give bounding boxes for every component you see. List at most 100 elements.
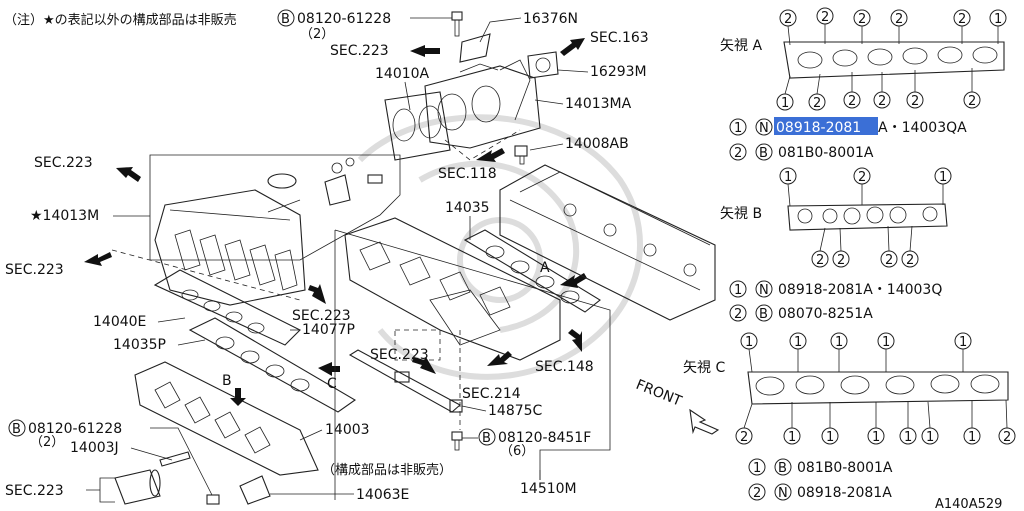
b-mark-b: B [759,307,768,322]
svg-text:2: 2 [878,94,886,109]
view-a-gasket [783,41,1005,79]
n-mark-b: N [759,283,769,298]
label-16293M: 16293M [590,64,647,80]
gasket-14035 [463,229,601,313]
svg-text:2: 2 [895,12,903,27]
label-14510M: 14510M [520,481,577,497]
sec-214: SEC.214 [462,386,521,402]
bolt-icon-2 [206,494,220,505]
view-c-top-5: 1 [959,335,967,350]
collector-box [149,154,401,261]
label-14040E: 14040E [93,314,146,330]
gasket-14035P [188,317,357,413]
arrow-upright-icon-3 [487,351,512,366]
svg-text:2: 2 [958,12,966,27]
svg-text:2: 2 [784,12,792,27]
stud-14003J [159,451,191,467]
sec-223-top: SEC.223 [330,43,389,59]
b-mark-circle-2 [8,419,26,437]
view-a-legend1-rest: A・14003QA [878,120,967,136]
view-c-bot-8: 2 [1003,430,1011,445]
label-14035: 14035 [445,200,490,216]
view-c-top-2: 1 [794,335,802,350]
arrow-right-icon-2 [412,357,436,374]
gasket-16293M [527,51,559,79]
b-mark-2: B [12,422,21,437]
arrow-upleft-icon [116,167,141,182]
bracket-16376N [459,33,491,63]
b-mark-3: B [482,431,491,446]
view-a-legend1-num: 1 [734,121,742,136]
label-14013MA: 14013MA [565,96,632,112]
svg-text:2: 2 [858,12,866,27]
note-text: （注）★の表記以外の構成部品は非販売 [4,12,237,28]
view-c-legend2: 08918-2081A [797,485,892,501]
label-14035P: 14035P [113,337,166,353]
svg-text:1: 1 [781,96,789,111]
letter-c: C [327,376,337,392]
intake-collector-14013M [154,189,306,306]
view-c-bot-1: 2 [740,430,748,445]
view-b-top-1: 1 [784,170,792,185]
view-b-legend2-num: 2 [734,307,742,322]
qty-08120-61228-left: （2） [30,435,64,450]
qty-08120-61228-top: （2） [300,27,334,42]
view-b-gasket [787,203,948,231]
arrow-left-icon-2 [84,252,112,266]
label-14003: 14003 [325,422,370,438]
diagram-code: A140A529 [935,497,1002,511]
view-c-legend1-num: 1 [753,461,761,476]
arrow-right-icon [560,273,587,288]
sec-148: SEC.148 [535,359,594,375]
cylinder-head [499,164,716,321]
bracket-14063E [239,475,271,505]
view-a-legend1-code: 08918-2081 [776,120,861,136]
arrow-upright-icon [560,38,585,56]
arrow-left-icon-3 [318,362,340,376]
view-b-bot-4: 2 [906,253,914,268]
view-c-top-1: 1 [745,335,753,350]
label-08120-8451F: 08120-8451F [498,430,591,446]
throttle-chamber-14013MA [424,59,541,149]
view-c-title: 矢視 C [683,360,725,376]
view-c-bot-2: 1 [788,430,796,445]
gasket-14040E [153,269,301,346]
view-c-legend1: 081B0-8001A [797,460,893,476]
b-mark-circle [277,9,295,27]
view-a-bottom-marks: 1 2 2 2 2 2 [776,91,981,111]
view-c-gasket [747,371,1009,405]
note-14003: （構成部品は非販売） [322,462,452,478]
svg-text:2: 2 [911,94,919,109]
sec-163: SEC.163 [590,30,649,46]
view-b-top-2: 2 [858,170,866,185]
svg-text:2: 2 [968,94,976,109]
sensor-cylinder [114,469,161,505]
label-08120-61228-left: 08120-61228 [28,421,122,437]
letter-b: B [222,373,232,389]
arrow-upright-icon-2 [476,148,505,162]
label-14077P: 14077P [302,322,355,338]
sec-223-left-1: SEC.223 [34,155,93,171]
sec-118: SEC.118 [438,166,497,182]
highlight [774,117,878,135]
b-mark-a: B [759,146,768,161]
view-c-legend2-num: 2 [753,486,761,501]
front-arrow-icon [689,408,720,435]
label-08120-61228-top: 08120-61228 [297,11,391,27]
bolt-14008AB [514,145,528,165]
sec-223-left-2: SEC.223 [5,262,64,278]
arrow-downright-icon [308,284,326,304]
svg-text:2: 2 [848,94,856,109]
svg-text:2: 2 [821,10,829,25]
label-16376N: 16376N [523,11,578,27]
view-a-top-marks: 2 2 2 2 2 1 [779,7,1007,27]
n-mark-c: N [778,486,788,501]
view-c-bot-6: 1 [926,430,934,445]
svg-text:2: 2 [813,96,821,111]
sec-223-mid: SEC.223 [292,308,351,324]
qty-08120-8451F: （6） [500,444,534,459]
arrow-left-icon [410,45,440,57]
arrow-down-icon [230,388,246,406]
n-mark-a: N [759,121,769,136]
manifold-14003 [134,361,319,476]
